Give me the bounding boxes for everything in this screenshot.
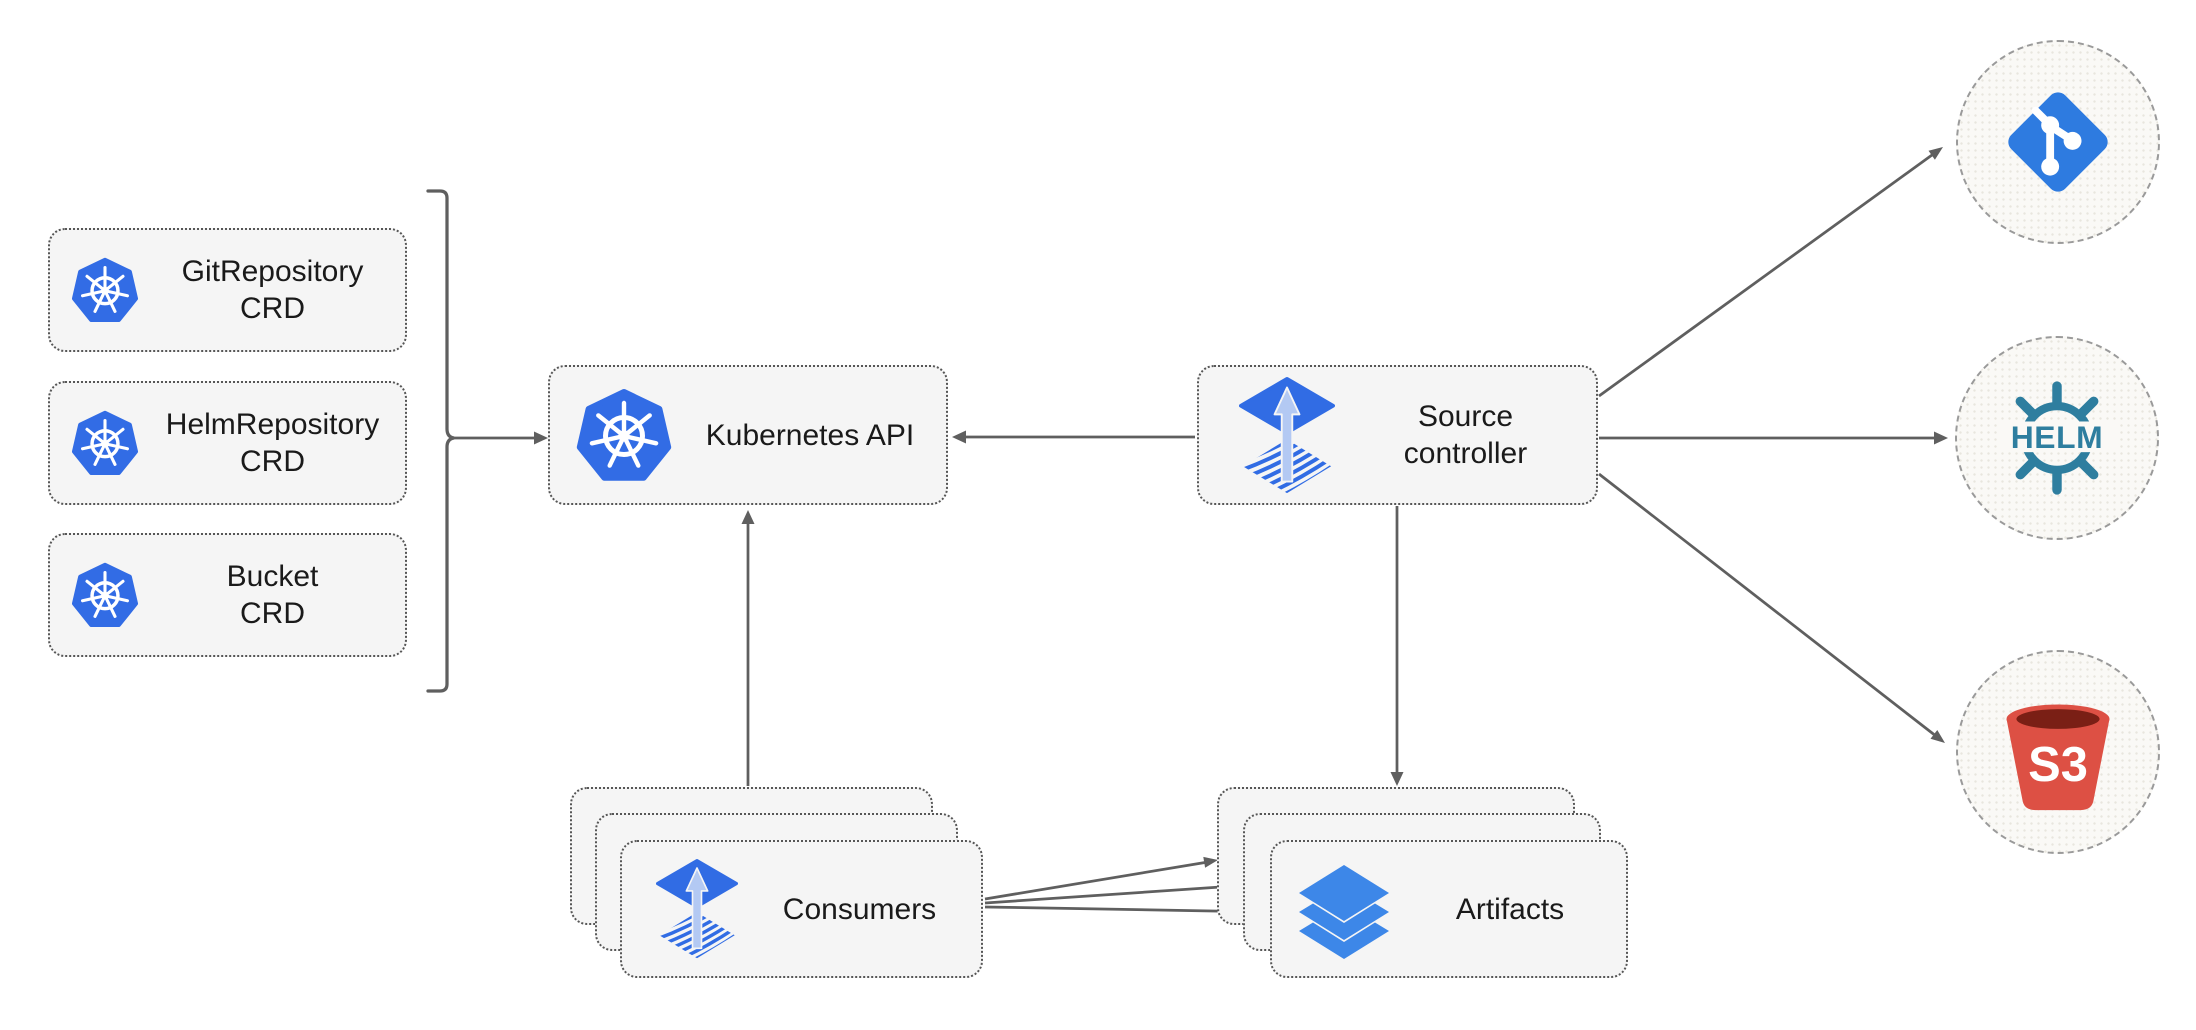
helm-icon: HELM (1998, 381, 2116, 495)
arrow-source-controller-to-s3 (1598, 472, 1945, 743)
helmrepository-crd-node: HelmRepository CRD (48, 381, 407, 505)
arrow-source-controller-to-helm (1599, 431, 1948, 445)
kubernetes-icon (70, 256, 140, 324)
consumers-label: Consumers (782, 892, 937, 926)
artifacts-node: Artifacts (1270, 840, 1628, 978)
kubernetes-api-label: Kubernetes API (705, 418, 915, 452)
artifacts-label: Artifacts (1455, 892, 1565, 926)
gitrepository-crd-node: GitRepository CRD (48, 228, 407, 352)
kubernetes-icon (574, 387, 674, 483)
s3-bucket-icon: S3 (2006, 704, 2110, 811)
crd-bracket (426, 189, 455, 693)
svg-text:S3: S3 (2028, 738, 2088, 792)
bucket-crd-label: Bucket CRD (226, 560, 319, 630)
arrow-crds-to-kubernetes-api (454, 431, 548, 445)
arrow-source-controller-to-kubernetes-api (952, 430, 1195, 444)
layers-icon (1294, 859, 1394, 959)
arrow-source-controller-to-git (1598, 147, 1943, 398)
kubernetes-icon (70, 409, 140, 477)
kubernetes-icon (70, 561, 140, 629)
arrow-consumers-to-artifacts-1 (984, 856, 1218, 901)
source-controller-node: Source controller (1197, 365, 1598, 505)
consumers-node: Consumers (620, 840, 983, 978)
flux-icon (656, 858, 738, 960)
git-source-node (1956, 40, 2160, 244)
kubernetes-api-node: Kubernetes API (548, 365, 948, 505)
svg-text:HELM: HELM (2011, 419, 2104, 455)
source-controller-label: Source controller (1403, 400, 1528, 470)
arrow-consumers-to-kubernetes-api (741, 510, 755, 786)
arrow-source-controller-to-artifacts (1390, 506, 1404, 786)
bucket-crd-node: Bucket CRD (48, 533, 407, 657)
helmrepository-crd-label: HelmRepository CRD (165, 408, 380, 478)
s3-source-node: S3 (1956, 650, 2160, 854)
helm-source-node: HELM (1955, 336, 2159, 540)
gitrepository-crd-label: GitRepository CRD (181, 255, 364, 325)
flux-icon (1239, 376, 1335, 495)
git-icon (2002, 86, 2114, 198)
